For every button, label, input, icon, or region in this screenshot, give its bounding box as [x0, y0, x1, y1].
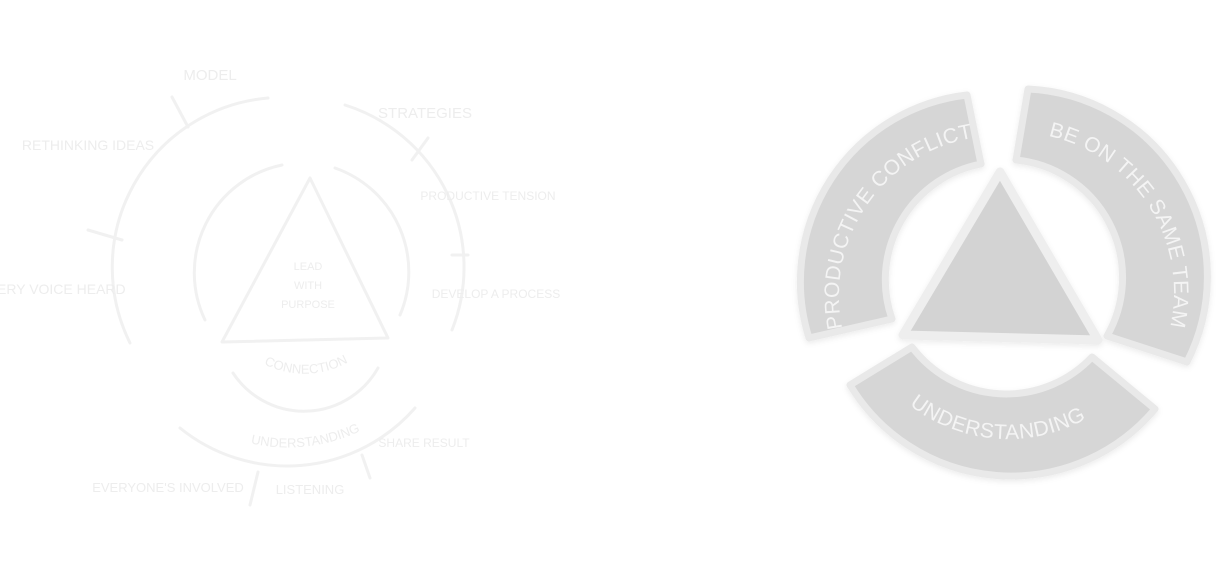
- inner-arc-label: UNDERSTANDING: [250, 420, 362, 450]
- outer-arc-bottom: [178, 406, 417, 468]
- left-diagram-labels: MODEL STRATEGIES PRODUCTIVE TENSION DEVE…: [0, 67, 560, 497]
- outer-label: DEVELOP A PROCESS: [432, 287, 561, 301]
- left-diagram: [86, 95, 470, 507]
- center-triangle: [898, 167, 1103, 345]
- right-diagram: [796, 85, 1211, 480]
- inner-arc-right: [333, 166, 411, 317]
- outer-label: STRATEGIES: [378, 105, 472, 122]
- inner-arc-bottom: [231, 366, 380, 413]
- outer-label: MODEL: [183, 67, 236, 84]
- left-triangle: [220, 176, 390, 344]
- segment-understanding[interactable]: [846, 343, 1159, 480]
- segment-same-team[interactable]: [1012, 85, 1211, 366]
- outer-label: SHARE RESULT: [378, 436, 470, 450]
- triangle-line: WITH: [294, 280, 322, 292]
- tick: [170, 95, 190, 129]
- inner-arc-left: [192, 163, 284, 322]
- outer-arc-left: [110, 96, 270, 345]
- triangle-line: PURPOSE: [281, 299, 335, 311]
- tick: [248, 470, 260, 507]
- triangle-line: LEAD: [294, 261, 323, 273]
- tick: [360, 453, 372, 480]
- outer-arc-right: [343, 103, 466, 332]
- outer-label: EVERYONE'S INVOLVED: [92, 480, 244, 495]
- tick: [86, 228, 124, 242]
- segment-productive-conflict[interactable]: [796, 91, 985, 342]
- tick: [410, 136, 430, 162]
- outer-label: EVERY VOICE HEARD: [0, 281, 126, 297]
- outer-label: LISTENING: [276, 482, 345, 497]
- outer-label: RETHINKING IDEAS: [22, 137, 154, 153]
- inner-arc-label: CONNECTION: [263, 352, 350, 377]
- outer-label: PRODUCTIVE TENSION: [420, 189, 555, 203]
